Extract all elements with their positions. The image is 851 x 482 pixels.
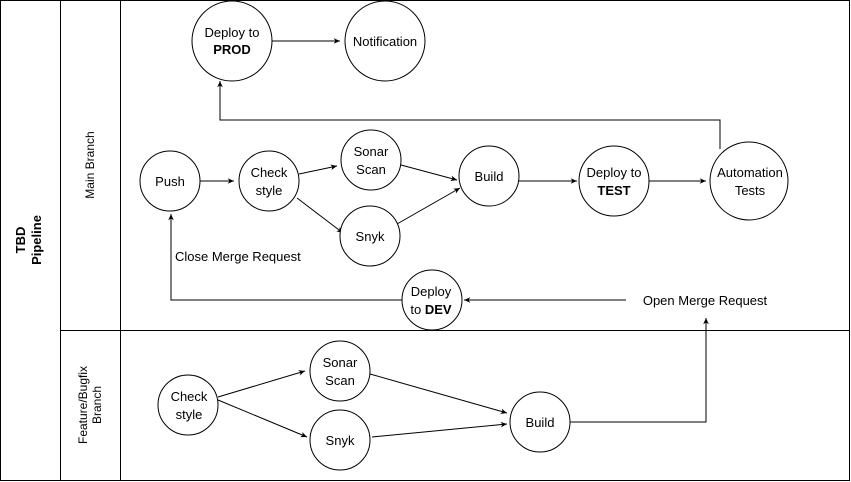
node-snyk-feature-label: Snyk bbox=[326, 433, 355, 448]
node-check-style-main-line2: style bbox=[256, 183, 283, 198]
edge-check-style-to-sonar bbox=[298, 164, 338, 175]
lane-label-main-text: Main Branch bbox=[83, 131, 97, 198]
node-sonar-scan-main-line1: Sonar bbox=[354, 144, 389, 159]
node-sonar-scan-main: Sonar Scan bbox=[340, 129, 402, 191]
node-sonar-scan-main-line2: Scan bbox=[356, 162, 386, 177]
node-deploy-dev: Deploy to DEV bbox=[401, 269, 463, 331]
edge-feature-build-to-open-mr bbox=[570, 318, 709, 423]
edge-check-style-to-snyk bbox=[296, 197, 344, 234]
edge-deploy-dev-to-push bbox=[168, 214, 402, 301]
node-automation-tests: Automation Tests bbox=[709, 141, 789, 221]
node-notification-label: Notification bbox=[353, 34, 417, 49]
pool-title-line1: TBD bbox=[13, 227, 28, 254]
node-check-style-feature-line2: style bbox=[176, 407, 203, 422]
node-deploy-prod-line1: Deploy to bbox=[205, 25, 260, 40]
node-snyk-main: Snyk bbox=[339, 205, 401, 267]
node-notification: Notification bbox=[344, 0, 426, 82]
node-sonar-scan-feature-line1: Sonar bbox=[323, 355, 358, 370]
edge-sonar-to-build bbox=[400, 164, 458, 182]
node-check-style-feature-line1: Check bbox=[171, 389, 208, 404]
lane-label-feature-line2: Branch bbox=[90, 386, 104, 424]
edge-snyk-to-build bbox=[396, 187, 461, 225]
edge-automation-to-deploy-prod bbox=[217, 81, 721, 149]
node-check-style-feature: Check style bbox=[157, 374, 219, 436]
node-deploy-prod: Deploy to PROD bbox=[191, 0, 273, 82]
edges bbox=[168, 38, 721, 438]
close-merge-request-label: Close Merge Request bbox=[175, 249, 301, 264]
node-build-main: Build bbox=[458, 145, 520, 207]
lane-label-main: Main Branch bbox=[83, 131, 97, 198]
lane-label-feature: Feature/Bugfix Branch bbox=[76, 366, 104, 444]
pool-title-line2: Pipeline bbox=[29, 215, 44, 265]
node-deploy-test-line1: Deploy to bbox=[587, 165, 642, 180]
node-deploy-dev-line1: Deploy bbox=[411, 284, 452, 299]
node-sonar-scan-feature: Sonar Scan bbox=[309, 340, 371, 402]
node-build-feature: Build bbox=[509, 391, 571, 453]
edge-feature-snyk-to-build bbox=[371, 421, 508, 438]
node-snyk-main-label: Snyk bbox=[356, 229, 385, 244]
node-build-feature-label: Build bbox=[526, 415, 555, 430]
node-automation-tests-line2: Tests bbox=[735, 183, 766, 198]
node-check-style-main-line1: Check bbox=[251, 165, 288, 180]
node-sonar-scan-feature-line2: Scan bbox=[325, 373, 355, 388]
pool-title: TBD Pipeline bbox=[13, 215, 44, 265]
node-build-main-label: Build bbox=[475, 169, 504, 184]
node-deploy-dev-line2-bold: DEV bbox=[425, 302, 452, 317]
lane-label-feature-line1: Feature/Bugfix bbox=[76, 366, 90, 444]
node-deploy-dev-line2-prefix: to bbox=[410, 302, 424, 317]
edge-feature-sonar-to-build bbox=[369, 373, 508, 414]
node-automation-tests-line1: Automation bbox=[717, 165, 783, 180]
open-merge-request-label: Open Merge Request bbox=[643, 293, 768, 308]
node-deploy-test: Deploy to TEST bbox=[578, 145, 650, 217]
node-check-style-main: Check style bbox=[238, 150, 300, 212]
node-snyk-feature: Snyk bbox=[309, 409, 371, 471]
node-deploy-prod-line2: PROD bbox=[213, 42, 251, 57]
node-push-label: Push bbox=[155, 174, 185, 189]
edge-feature-check-to-sonar bbox=[217, 370, 306, 398]
node-deploy-dev-line2: to DEV bbox=[410, 302, 452, 317]
node-deploy-test-line2: TEST bbox=[597, 183, 630, 198]
edge-feature-check-to-snyk bbox=[217, 399, 308, 438]
node-push: Push bbox=[139, 150, 201, 212]
